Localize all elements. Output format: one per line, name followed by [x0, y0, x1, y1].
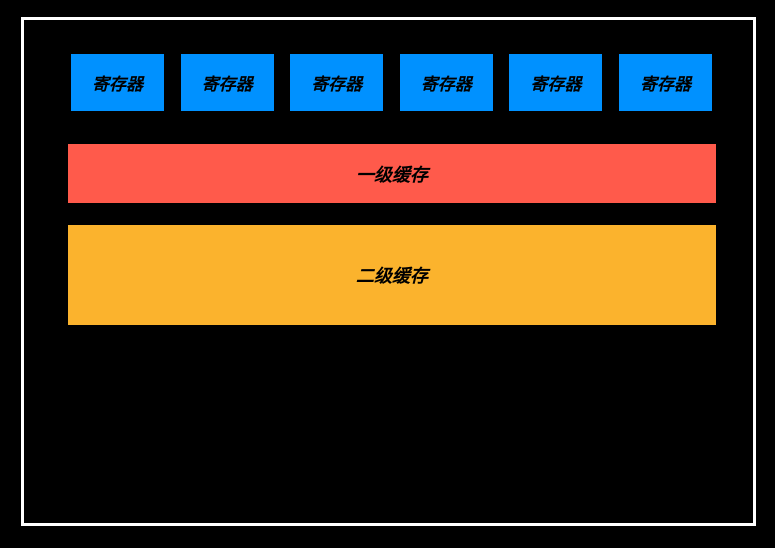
register-block: 寄存器 — [509, 54, 603, 111]
l1-cache-block: 一级缓存 — [68, 144, 716, 203]
diagram-frame: 寄存器 寄存器 寄存器 寄存器 寄存器 寄存器 一级缓存 二级缓存 — [21, 17, 756, 526]
register-block: 寄存器 — [290, 54, 384, 111]
register-block: 寄存器 — [399, 54, 493, 111]
register-block: 寄存器 — [618, 54, 712, 111]
register-block: 寄存器 — [180, 54, 274, 111]
register-row: 寄存器 寄存器 寄存器 寄存器 寄存器 寄存器 — [71, 54, 712, 111]
register-block: 寄存器 — [71, 54, 164, 111]
l2-cache-block: 二级缓存 — [68, 225, 716, 325]
